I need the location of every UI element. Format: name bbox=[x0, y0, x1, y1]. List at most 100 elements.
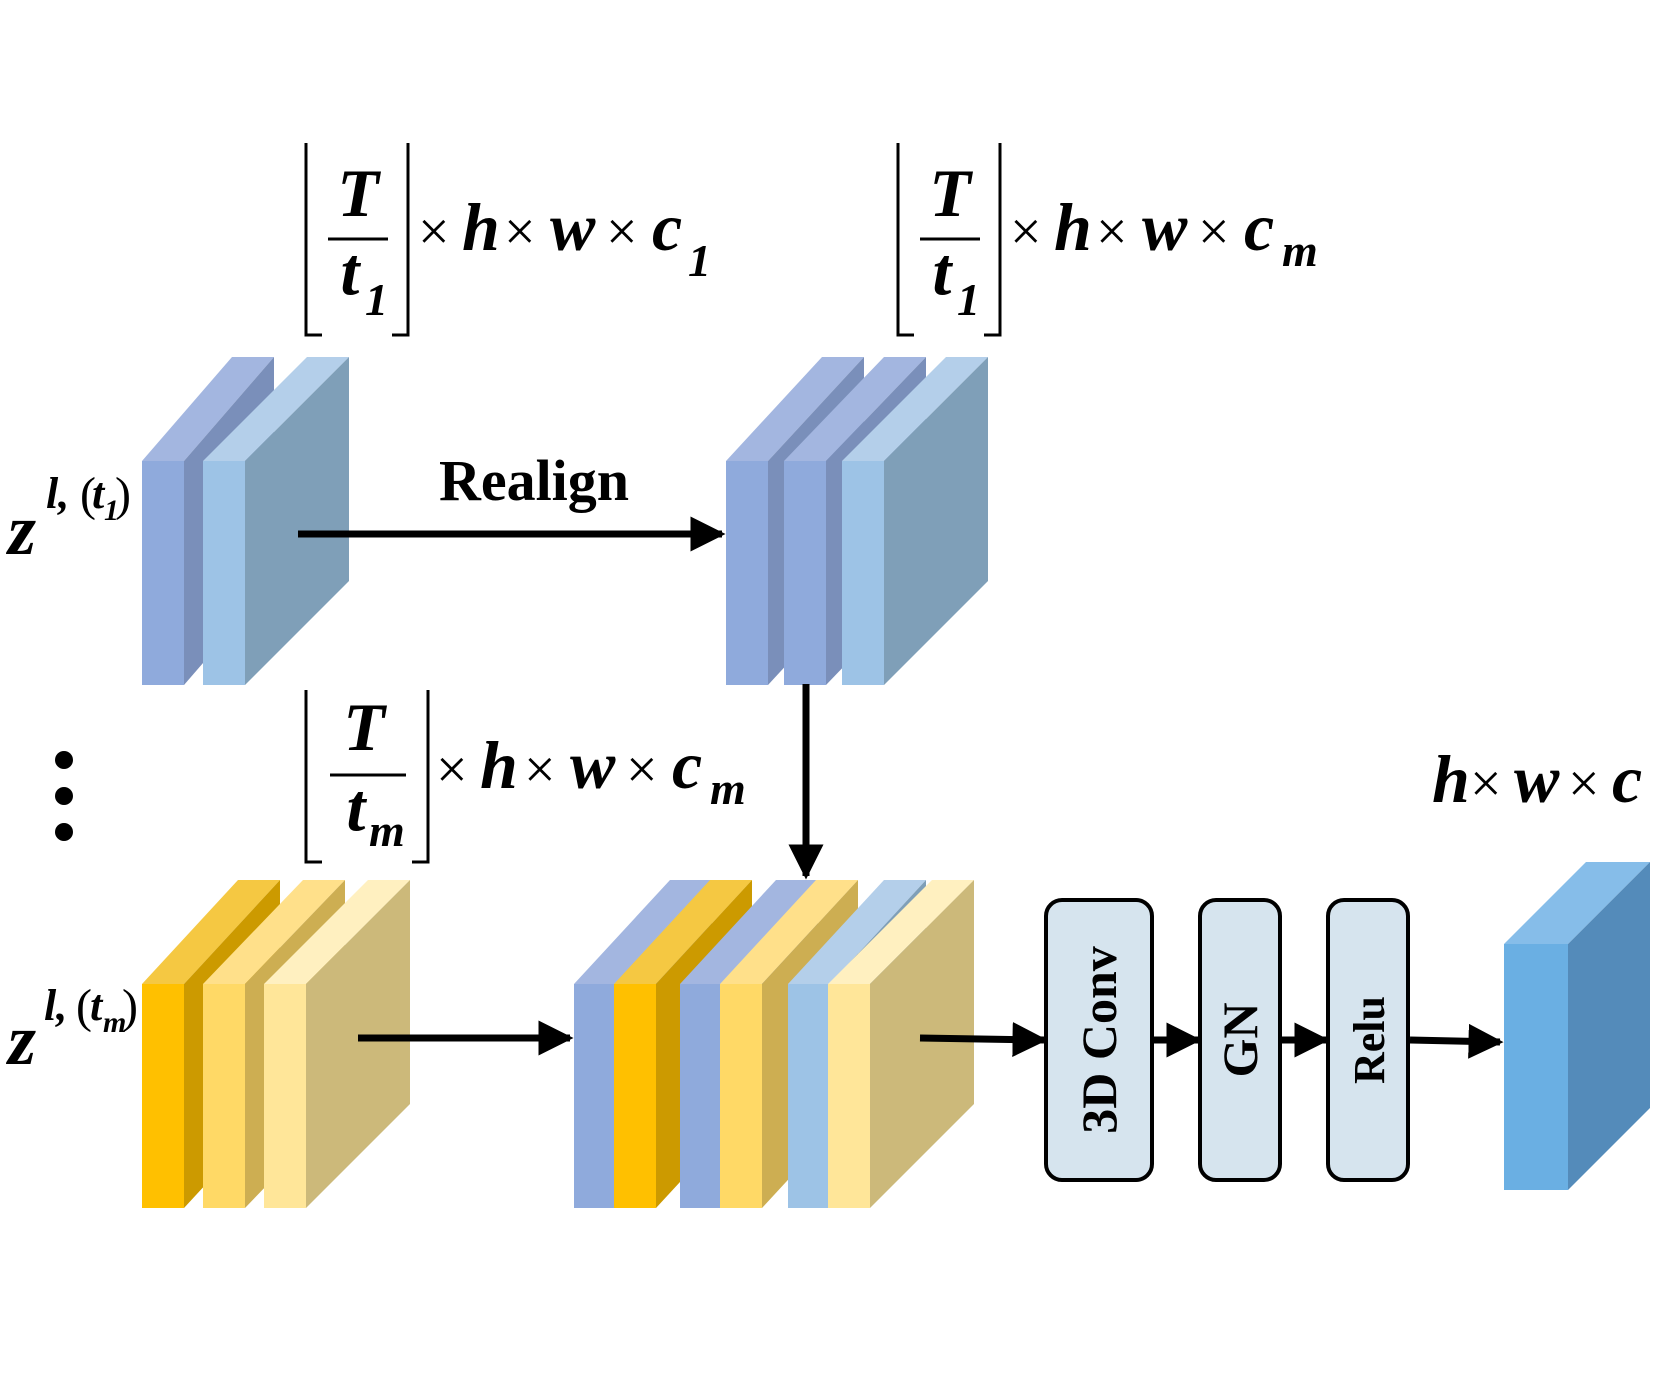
slab-concat-2-front bbox=[614, 984, 656, 1208]
times-symbol: × bbox=[1470, 753, 1502, 815]
slab-top-right-1-top bbox=[726, 357, 864, 461]
dim-label-top-left: T t 1 × h × w × c 1 bbox=[304, 143, 711, 337]
slab-concat-1-front bbox=[574, 984, 616, 1208]
ellipsis-dot bbox=[55, 787, 73, 805]
slab-output-top bbox=[1504, 862, 1650, 944]
fraction-numerator: T bbox=[337, 155, 381, 231]
z-base: z bbox=[5, 1000, 36, 1080]
slab-top-right-2-top bbox=[784, 357, 926, 461]
slab-concat-4-top bbox=[720, 880, 858, 984]
z-base: z bbox=[5, 490, 36, 570]
slab-concat-5-front bbox=[788, 984, 830, 1208]
slab-concat-6-side bbox=[870, 880, 974, 1208]
slab-top-right-3-top bbox=[842, 357, 988, 461]
slab-concat-3-top bbox=[680, 880, 818, 984]
paren-close: ) bbox=[115, 468, 131, 521]
dim-h: h bbox=[480, 727, 518, 803]
times-symbol: × bbox=[1198, 201, 1230, 263]
dim-w: w bbox=[550, 189, 596, 265]
slab-top-right-1-front bbox=[726, 461, 768, 685]
times-symbol: × bbox=[1568, 753, 1600, 815]
op-box bbox=[1198, 898, 1282, 1182]
fraction-denominator-subscript: 1 bbox=[365, 274, 388, 325]
slab-top-left-2-side bbox=[245, 357, 349, 685]
fraction-denominator: t bbox=[341, 233, 362, 309]
times-symbol: × bbox=[1096, 201, 1128, 263]
z-time-subscript: m bbox=[103, 1006, 126, 1039]
op-relu: Relu bbox=[1326, 898, 1410, 1182]
vertical-ellipsis bbox=[55, 751, 73, 841]
slab-top-right-2-front bbox=[784, 461, 826, 685]
z-superscript: l, bbox=[46, 469, 69, 518]
times-symbol: × bbox=[504, 201, 536, 263]
dim-c: c bbox=[652, 189, 682, 265]
slab-bottom-left-3-side bbox=[306, 880, 410, 1208]
ellipsis-dot bbox=[55, 823, 73, 841]
dim-c-subscript: m bbox=[710, 763, 746, 814]
to-conv-arrow bbox=[919, 1021, 1048, 1057]
fraction-denominator: t bbox=[933, 233, 954, 309]
slab-top-left-2-top bbox=[203, 357, 349, 461]
dim-h: h bbox=[1054, 189, 1092, 265]
z-time: t bbox=[92, 469, 106, 518]
fraction-denominator-subscript: 1 bbox=[957, 274, 980, 325]
slab-concat-2-top bbox=[614, 880, 752, 984]
dim-c-subscript: 1 bbox=[688, 235, 711, 286]
times-symbol: × bbox=[626, 739, 658, 801]
times-symbol: × bbox=[418, 201, 450, 263]
op-gn: GN bbox=[1198, 898, 1282, 1182]
input-label-z-tm: z l, ( t m ) bbox=[5, 980, 138, 1080]
dim-c: c bbox=[1612, 741, 1642, 817]
times-symbol: × bbox=[606, 201, 638, 263]
slab-bottom-left-2-front bbox=[203, 984, 245, 1208]
slab-concat-5-top bbox=[788, 880, 926, 984]
dim-w: w bbox=[570, 727, 616, 803]
op-box bbox=[1326, 898, 1410, 1182]
slab-output-side bbox=[1568, 862, 1650, 1190]
times-symbol: × bbox=[1010, 201, 1042, 263]
slab-top-left-1-top bbox=[142, 357, 274, 461]
relu-to-output-arrow bbox=[1409, 1023, 1504, 1059]
times-symbol: × bbox=[436, 739, 468, 801]
fraction-denominator: t bbox=[347, 769, 368, 845]
dim-c: c bbox=[1244, 189, 1274, 265]
dim-label-middle: T t m × h × w × c m bbox=[304, 689, 746, 864]
slab-concat-4-front bbox=[720, 984, 762, 1208]
fraction-numerator: T bbox=[343, 689, 387, 765]
paren-open: ( bbox=[80, 468, 96, 521]
slab-concat-3-front bbox=[680, 984, 722, 1208]
dim-c-subscript: m bbox=[1282, 225, 1318, 276]
dim-c: c bbox=[672, 727, 702, 803]
op-3d-conv: 3D Conv bbox=[1044, 898, 1154, 1182]
dim-label-output: h × w × c bbox=[1432, 741, 1642, 817]
paren-close: ) bbox=[122, 980, 138, 1033]
slab-top-left-2-front bbox=[203, 461, 245, 685]
floor-bracket-right bbox=[392, 143, 410, 337]
arrows bbox=[298, 516, 1504, 1059]
z-time: t bbox=[90, 981, 104, 1030]
slab-concat-6-front bbox=[828, 984, 870, 1208]
dim-w: w bbox=[1142, 189, 1188, 265]
input-label-z-t1: z l, ( t 1 ) bbox=[5, 468, 131, 570]
floor-bracket-right bbox=[412, 690, 430, 864]
op-label: 3D Conv bbox=[1071, 946, 1127, 1134]
slab-bottom-left-2-top bbox=[203, 880, 345, 984]
feature-stacks bbox=[142, 357, 1650, 1208]
floor-bracket-left bbox=[304, 690, 322, 864]
z-superscript: l, bbox=[44, 981, 67, 1030]
floor-bracket-right bbox=[984, 143, 1002, 337]
dim-h: h bbox=[1432, 741, 1470, 817]
slab-bottom-left-3-top bbox=[264, 880, 410, 984]
fraction-numerator: T bbox=[929, 155, 973, 231]
slab-output-front bbox=[1504, 944, 1568, 1190]
slab-concat-6-top bbox=[828, 880, 974, 984]
slab-concat-1-top bbox=[574, 880, 712, 984]
op-box bbox=[1044, 898, 1154, 1182]
slab-top-left-1-front bbox=[142, 461, 184, 685]
z-time-subscript: 1 bbox=[104, 494, 119, 527]
ellipsis-dot bbox=[55, 751, 73, 769]
dim-h: h bbox=[462, 189, 500, 265]
slab-bottom-left-1-top bbox=[142, 880, 280, 984]
slab-top-right-3-side bbox=[884, 357, 988, 685]
times-symbol: × bbox=[524, 739, 556, 801]
